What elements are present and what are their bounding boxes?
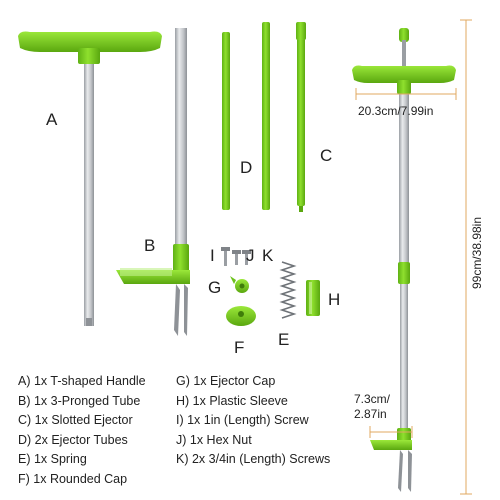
dimension-foot-width-line1: 7.3cm/ <box>354 392 391 406</box>
part-i-k-screws <box>221 247 251 266</box>
part-a-t-handle <box>18 31 162 326</box>
parts-list-item: G) 1x Ejector Cap <box>176 374 276 388</box>
parts-list-item: F) 1x Rounded Cap <box>18 471 128 486</box>
parts-list-item: J) 1x Hex Nut <box>176 432 252 447</box>
label-g: G <box>208 278 222 297</box>
parts-list-item: D) 2x Ejector Tubes <box>18 432 128 447</box>
label-k: K <box>262 246 274 265</box>
parts-list-item: E) 1x Spring <box>18 452 87 467</box>
parts-list-item: C) 1x Slotted Ejector <box>18 413 133 428</box>
dimension-lines <box>355 19 472 495</box>
parts-list-item: A) 1x T-shaped Handle <box>18 374 146 388</box>
part-g-ejector-cap <box>230 276 249 293</box>
parts-list-item: K) 2x 3/4in (Length) Screws <box>176 452 331 467</box>
part-d-ejector-tubes <box>222 22 270 210</box>
part-b-pronged-tube <box>116 28 190 336</box>
label-d: D <box>240 158 253 177</box>
label-j: J <box>246 246 255 265</box>
label-f: F <box>234 338 245 357</box>
dimension-handle-width: 20.3cm/7.99in <box>358 104 434 118</box>
part-e-spring <box>279 261 297 319</box>
parts-list-item: H) 1x Plastic Sleeve <box>176 393 288 408</box>
part-c-slotted-ejector <box>296 22 306 212</box>
part-f-rounded-cap <box>226 306 256 326</box>
parts-list-left: A) 1x T-shaped Handle B) 1x 3-Pronged Tu… <box>18 372 146 490</box>
parts-list-right: G) 1x Ejector Cap H) 1x Plastic Sleeve I… <box>176 372 330 470</box>
label-h: H <box>328 290 341 309</box>
dimension-foot-width-line2: 2.87in <box>354 407 387 421</box>
label-b: B <box>144 236 156 255</box>
part-h-plastic-sleeve <box>306 280 320 316</box>
assembled-weeder <box>352 28 456 492</box>
dimension-foot-width: 7.3cm/ 2.87in <box>354 392 390 422</box>
parts-list-item: I) 1x 1in (Length) Screw <box>176 413 309 428</box>
label-i: I <box>210 246 215 265</box>
parts-list-item: B) 1x 3-Pronged Tube <box>18 393 141 408</box>
label-e: E <box>278 330 290 349</box>
label-c: C <box>320 146 333 165</box>
dimension-total-length: 99cm/38.98in <box>470 216 484 290</box>
label-a: A <box>46 110 58 129</box>
